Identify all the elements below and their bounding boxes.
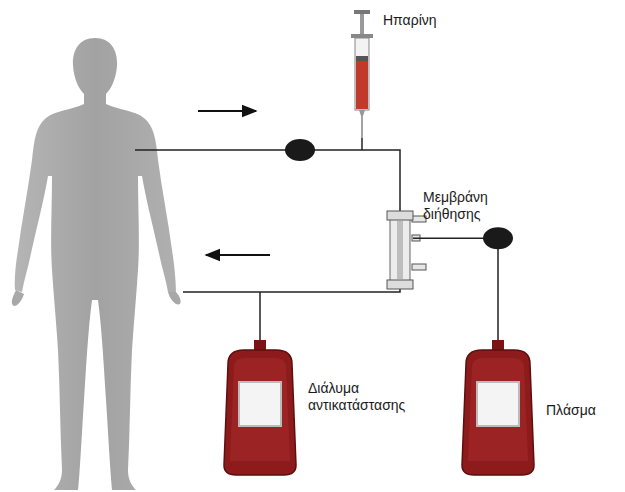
- pump: [285, 139, 315, 161]
- syringe-shape: [351, 10, 373, 138]
- tube-connector: [413, 238, 498, 340]
- tube: [135, 150, 400, 212]
- syringe: Ηπαρίνη: [351, 10, 373, 138]
- plasma-bag: Πλάσμα: [460, 340, 536, 475]
- human-body: [15, 38, 176, 490]
- filter-membrane: Μεμβράνη διήθησης: [387, 211, 413, 289]
- tube: [183, 288, 400, 292]
- replacement-bag: Διάλυμα αντικατάστασης: [222, 340, 298, 475]
- bag-shape: [460, 340, 536, 475]
- tube: [259, 292, 261, 340]
- node-label: Πλάσμα: [546, 402, 596, 419]
- needle-line: [361, 138, 363, 150]
- node-label: Διάλυμα αντικατάστασης: [308, 380, 405, 414]
- filter-port: [412, 264, 426, 270]
- flow-arrow: [206, 254, 270, 256]
- node-label: Ηπαρίνη: [383, 12, 437, 29]
- bag-shape: [222, 340, 298, 475]
- filter-shape: [387, 211, 413, 289]
- node-label: Μεμβράνη διήθησης: [423, 189, 488, 223]
- pump: [483, 227, 513, 249]
- hand: [12, 290, 24, 306]
- flow-arrow: [198, 110, 256, 112]
- hand: [168, 292, 181, 304]
